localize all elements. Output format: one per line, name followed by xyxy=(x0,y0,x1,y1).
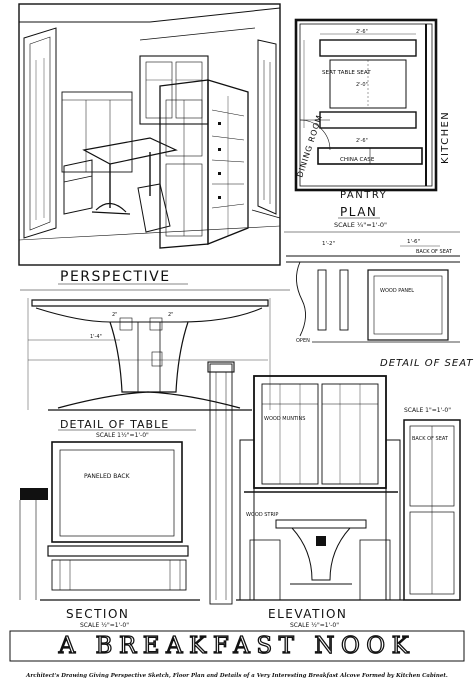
sheet-caption: Architect's Drawing Giving Perspective S… xyxy=(26,673,448,679)
section-paneled-back: Paneled Back xyxy=(84,473,131,480)
title-banner: A Breakfast Nook xyxy=(0,631,474,661)
wainscot-sketch xyxy=(61,91,133,173)
seat-dim-1: 1'-2" xyxy=(322,241,335,247)
bench-sketch xyxy=(63,159,171,233)
plan-dim-1: 2'-6" xyxy=(356,29,368,35)
elevation-view xyxy=(236,375,404,601)
plan-kitchen: Kitchen xyxy=(440,111,451,164)
seat-back-of-seat: Back of Seat xyxy=(416,249,453,255)
seat-detail-label-text: Detail of Seat and Case xyxy=(380,358,474,369)
elev-wood-strip: Wood Strip xyxy=(246,512,278,518)
seat-wood-panel: Wood Panel xyxy=(380,288,414,294)
elev-wood-muntins: Wood Muntins xyxy=(264,416,305,422)
section-view xyxy=(19,441,200,601)
side-elevation-view xyxy=(403,419,461,601)
section-label: Section xyxy=(66,607,129,621)
plan-china-case: China Case xyxy=(340,157,375,163)
doorway-sketch xyxy=(23,27,57,239)
window-sketch xyxy=(139,55,209,125)
seat-detail-scale: Scale 1"=1'-0" xyxy=(404,407,451,414)
sheet-title: A Breakfast Nook xyxy=(58,632,416,659)
table-dim-2: 2" xyxy=(168,312,173,318)
table-detail-scale: Scale 1½"=1'-0" xyxy=(96,432,149,439)
caption-bar: Architect's Drawing Giving Perspective S… xyxy=(0,662,474,681)
post-detail xyxy=(207,361,235,605)
elevation-label: Elevation xyxy=(268,607,347,621)
table-sketch xyxy=(82,137,178,215)
plan-label: Plan xyxy=(340,205,377,219)
plan-view xyxy=(294,18,438,192)
plan-scale: Scale ¼"=1'-0" xyxy=(334,221,387,229)
seat-detail-view xyxy=(284,231,460,343)
plan-dim-3: 2'-6" xyxy=(356,138,368,144)
plan-seat-table-seat: Seat Table Seat xyxy=(322,70,371,76)
table-dim-3: 1'-4" xyxy=(90,334,102,340)
seat-dim-2: 1'-6" xyxy=(407,239,420,245)
table-detail-label: Detail of Table xyxy=(60,418,169,431)
side-back-of-seat: Back of Seat xyxy=(412,436,449,442)
cabinet-sketch xyxy=(159,79,249,249)
plan-dim-2: 2'-0" xyxy=(356,82,368,88)
seat-dim-open: Open xyxy=(296,338,310,344)
table-detail-view xyxy=(20,289,290,411)
plan-pantry: Pantry xyxy=(340,190,387,201)
section-scale: Scale ½"=1'-0" xyxy=(80,622,129,629)
side-door-sketch xyxy=(251,39,281,219)
table-dim-1: 2" xyxy=(112,312,117,318)
perspective-label: Perspective xyxy=(60,269,171,285)
elevation-scale: Scale ½"=1'-0" xyxy=(290,622,339,629)
seat-detail-label: Detail of Seat and Case xyxy=(380,358,474,369)
perspective-view xyxy=(18,3,281,266)
